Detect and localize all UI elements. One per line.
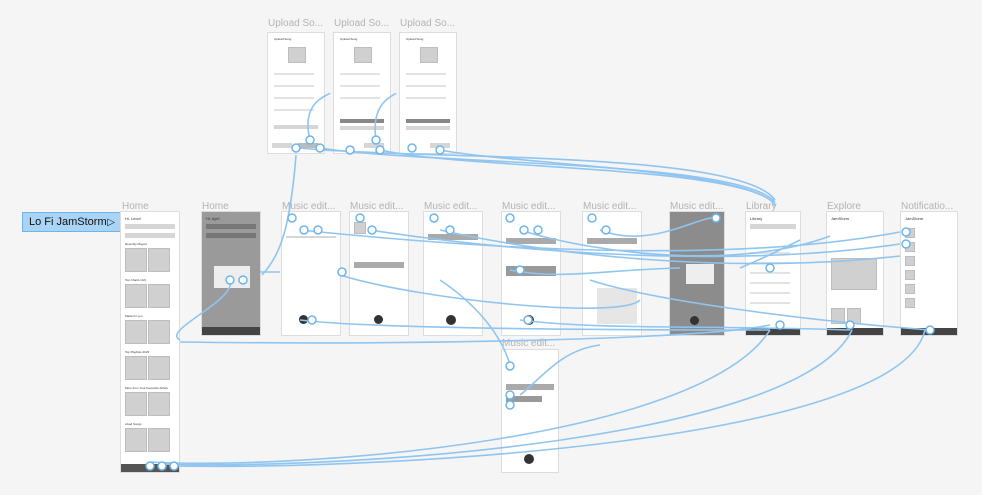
library-screen[interactable]: Library xyxy=(746,212,800,335)
frame-label-home1: Home xyxy=(122,201,149,212)
cover-placeholder[interactable] xyxy=(354,47,372,63)
cover-placeholder[interactable] xyxy=(288,47,306,63)
next-button[interactable] xyxy=(364,143,384,148)
section-title: Top Playlists 2023 xyxy=(125,350,150,354)
section-title: Liked Songs xyxy=(125,422,142,426)
music-editor-screen-2[interactable] xyxy=(350,212,408,335)
frame-label-upload2: Upload So... xyxy=(334,18,390,29)
flow-start-tag[interactable]: Lo Fi JamStorm ▷ xyxy=(22,212,122,232)
feature-card[interactable] xyxy=(831,258,877,290)
flow-start-label: Lo Fi JamStorm xyxy=(29,216,107,228)
frame-label-library: Library xyxy=(746,201,777,212)
notifications-screen[interactable]: JamStorm xyxy=(901,212,957,335)
frame-label-home2: Home xyxy=(202,201,229,212)
waveform[interactable] xyxy=(506,384,554,390)
music-editor-screen-1[interactable] xyxy=(282,212,340,335)
bottom-nav[interactable] xyxy=(901,328,957,335)
frame-label-edit6: Music edit... xyxy=(670,201,724,212)
frame-label-edit2: Music edit... xyxy=(350,201,404,212)
play-button[interactable] xyxy=(446,315,456,325)
frame-label-explore: Explore xyxy=(827,201,861,212)
music-editor-screen-3[interactable] xyxy=(424,212,482,335)
back-button[interactable] xyxy=(272,143,292,148)
section-title: Top Charts (Art) xyxy=(125,278,147,282)
upload-song-screen-2[interactable]: Upload Song xyxy=(334,33,390,153)
music-editor-screen-7[interactable] xyxy=(502,350,558,472)
frame-label-edit5: Music edit... xyxy=(583,201,637,212)
upload-title: Upload Song xyxy=(274,37,292,41)
bottom-nav[interactable] xyxy=(202,327,260,335)
upload-song-screen-3[interactable]: Upload Song xyxy=(400,33,456,153)
section-title: Recently Played xyxy=(125,242,147,246)
play-button[interactable] xyxy=(374,315,383,324)
popup-menu[interactable] xyxy=(214,266,250,288)
notifications-title: JamStorm xyxy=(905,216,924,221)
home-greeting: Hi, Leon! xyxy=(125,216,142,221)
play-button[interactable] xyxy=(690,316,699,325)
upload-title: Upload Song xyxy=(340,37,358,41)
frame-label-edit7: Music edit... xyxy=(502,338,556,349)
waveform[interactable] xyxy=(354,262,404,268)
effects-panel[interactable] xyxy=(597,288,637,324)
explore-screen[interactable]: JamStorm xyxy=(827,212,883,335)
music-editor-screen-5[interactable] xyxy=(583,212,641,335)
bottom-nav[interactable] xyxy=(121,464,179,472)
frame-label-upload3: Upload So... xyxy=(400,18,456,29)
music-editor-screen-6[interactable] xyxy=(670,212,724,335)
home-greeting: Hi, Ajel! xyxy=(206,216,220,221)
cover-placeholder[interactable] xyxy=(420,47,438,63)
library-title: Library xyxy=(750,216,763,221)
play-button[interactable] xyxy=(299,315,308,324)
upload-song-screen-1[interactable]: Upload Song xyxy=(268,33,324,153)
bottom-nav[interactable] xyxy=(746,328,800,335)
section-title: Made for you xyxy=(125,314,143,318)
frame-label-upload1: Upload So... xyxy=(268,18,324,29)
explore-title: JamStorm xyxy=(831,216,850,221)
publish-button[interactable] xyxy=(430,143,450,148)
play-triangle-icon[interactable]: ▷ xyxy=(107,216,115,228)
waveform[interactable] xyxy=(428,234,478,240)
context-menu[interactable] xyxy=(686,264,714,284)
home-screen-2[interactable]: Hi, Ajel! xyxy=(202,212,260,335)
play-button[interactable] xyxy=(524,454,534,464)
home-screen-1[interactable]: Hi, Leon! Recently Played Top Charts (Ar… xyxy=(121,212,179,472)
frame-label-notifications: Notificatio... xyxy=(901,201,954,212)
section-title: More from Your Favourite Artists xyxy=(125,386,168,390)
frame-label-edit1: Music edit... xyxy=(282,201,336,212)
bottom-nav[interactable] xyxy=(827,328,883,335)
frame-label-edit3: Music edit... xyxy=(424,201,478,212)
frame-label-edit4: Music edit... xyxy=(502,201,556,212)
waveform[interactable] xyxy=(506,266,556,276)
upload-title: Upload Song xyxy=(406,37,424,41)
play-button[interactable] xyxy=(524,315,534,325)
next-button[interactable] xyxy=(298,143,318,148)
music-editor-screen-4[interactable] xyxy=(502,212,560,335)
